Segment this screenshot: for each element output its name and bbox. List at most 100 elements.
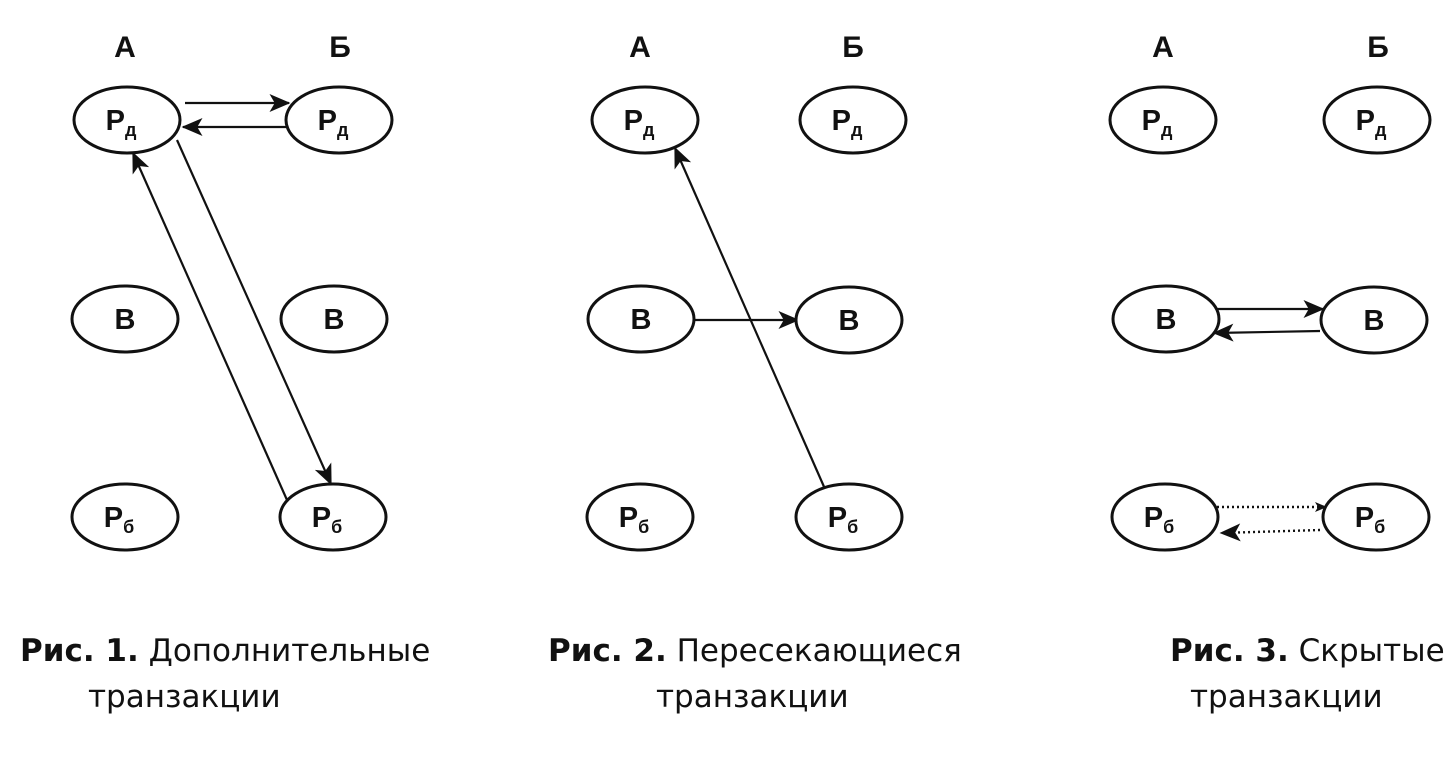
figure-2-caption: Рис. 2. Пересекающиеся транзакции: [548, 628, 962, 720]
node-label-main: Р: [318, 105, 337, 137]
figure-3-arrow-b-v-to-a-v: [1212, 323, 1321, 342]
node-label-main: Р: [106, 105, 125, 137]
node-label: В: [839, 305, 860, 337]
node-label-main: Р: [619, 502, 638, 534]
node-label-main: В: [839, 305, 860, 337]
figure-3-node-b-rd: Рд: [1322, 85, 1432, 155]
figure-1-arrow-a-rd-to-b-rb: [175, 139, 333, 486]
node-ellipse: [1108, 85, 1218, 155]
node-label-subscript: д: [1375, 120, 1387, 140]
figure-3-caption-line2: транзакции: [1190, 679, 1383, 715]
node-ellipse: [1110, 482, 1220, 552]
figure-3-label: Рис. 3.: [1170, 633, 1289, 669]
figure-2-node-a-rd: Рд: [590, 85, 700, 155]
node-ellipse: [1111, 284, 1221, 354]
node-label-main: Р: [104, 502, 123, 534]
node-label: Рд: [1356, 105, 1387, 140]
figure-1-label: Рис. 1.: [20, 633, 139, 669]
node-label-main: В: [324, 304, 345, 336]
figure-2-node-a-rb: Рб: [585, 482, 695, 552]
node-label-subscript: б: [1374, 517, 1385, 537]
figure-2-node-b-v: В: [794, 285, 904, 355]
figure-1-node-b-rd: Рд: [284, 85, 394, 155]
node-ellipse: [278, 482, 388, 552]
node-label-subscript: б: [123, 517, 134, 537]
figure-1-node-a-rd: Рд: [72, 85, 182, 155]
figure-1-node-b-rb: Рб: [278, 482, 388, 552]
figure-3-arrow-b-rb-to-a-rb: [1219, 523, 1321, 542]
figure-1-node-a-rb: Рб: [70, 482, 180, 552]
node-ellipse: [798, 85, 908, 155]
node-label-subscript: д: [337, 120, 349, 140]
figure-1-caption-line2: транзакции: [88, 679, 281, 715]
node-label-subscript: б: [331, 517, 342, 537]
node-ellipse: [284, 85, 394, 155]
node-label: Рб: [312, 502, 342, 537]
node-label: Рд: [318, 105, 349, 140]
node-label-main: Р: [1355, 502, 1374, 534]
figure-3-node-a-v: В: [1111, 284, 1221, 354]
node-ellipse: [279, 284, 389, 354]
figure-2-caption-line1: Пересекающиеся: [676, 633, 962, 669]
node-label-subscript: д: [643, 120, 655, 140]
node-label-main: Р: [1142, 105, 1161, 137]
node-label: Рб: [1144, 502, 1174, 537]
figure-3-node-a-rb: Рб: [1110, 482, 1220, 552]
node-label: Рд: [106, 105, 137, 140]
figure-3-caption: Рис. 3. Скрытые транзакции: [1170, 628, 1445, 720]
node-label-subscript: д: [851, 120, 863, 140]
node-label: В: [631, 304, 652, 336]
node-label-main: Р: [828, 502, 847, 534]
node-label: В: [324, 304, 345, 336]
figure-1-column-label-b: Б: [329, 31, 351, 64]
node-label: Рд: [1142, 105, 1173, 140]
node-label-main: Р: [832, 105, 851, 137]
node-label-subscript: б: [1163, 517, 1174, 537]
node-label: Рб: [104, 502, 134, 537]
node-label: Рб: [1355, 502, 1385, 537]
node-ellipse: [1319, 285, 1429, 355]
node-ellipse: [72, 85, 182, 155]
figure-1-caption: Рис. 1. Дополнительные транзакции: [20, 628, 430, 720]
node-ellipse: [794, 285, 904, 355]
figure-1-arrow-b-rb-to-a-rd: [131, 151, 289, 501]
node-label-main: В: [1156, 304, 1177, 336]
figure-2-column-label-b: Б: [842, 31, 864, 64]
figure-2-node-b-rd: Рд: [798, 85, 908, 155]
node-label-subscript: д: [125, 120, 137, 140]
node-ellipse: [70, 482, 180, 552]
node-ellipse: [585, 482, 695, 552]
node-label: Рб: [619, 502, 649, 537]
figure-2-caption-line2: транзакции: [656, 679, 849, 715]
node-label-subscript: б: [638, 517, 649, 537]
node-ellipse: [70, 284, 180, 354]
node-label-main: Р: [1144, 502, 1163, 534]
node-label: В: [1364, 305, 1385, 337]
figure-3-node-a-rd: Рд: [1108, 85, 1218, 155]
figure-2-arrow-b-rb-to-a-rd: [673, 146, 827, 490]
node-ellipse: [586, 284, 696, 354]
node-label: Рд: [624, 105, 655, 140]
figure-1-column-label-a: А: [114, 31, 136, 64]
node-label-main: Р: [624, 105, 643, 137]
figure-2-node-b-rb: Рб: [794, 482, 904, 552]
node-label: Рб: [828, 502, 858, 537]
node-label-main: В: [631, 304, 652, 336]
node-ellipse: [590, 85, 700, 155]
node-label-main: Р: [1356, 105, 1375, 137]
figure-1-caption-line1: Дополнительные: [148, 633, 431, 669]
figure-3-node-b-rb: Рб: [1321, 482, 1431, 552]
figure-2-node-a-v: В: [586, 284, 696, 354]
node-ellipse: [1322, 85, 1432, 155]
figure-3-column-label-b: Б: [1367, 31, 1389, 64]
node-label-main: В: [115, 304, 136, 336]
node-label-subscript: д: [1161, 120, 1173, 140]
node-label-main: Р: [312, 502, 331, 534]
figure-3-node-b-v: В: [1319, 285, 1429, 355]
figure-2-column-label-a: А: [629, 31, 651, 64]
figure-3-caption-line1: Скрытые: [1298, 633, 1445, 669]
node-label-main: В: [1364, 305, 1385, 337]
